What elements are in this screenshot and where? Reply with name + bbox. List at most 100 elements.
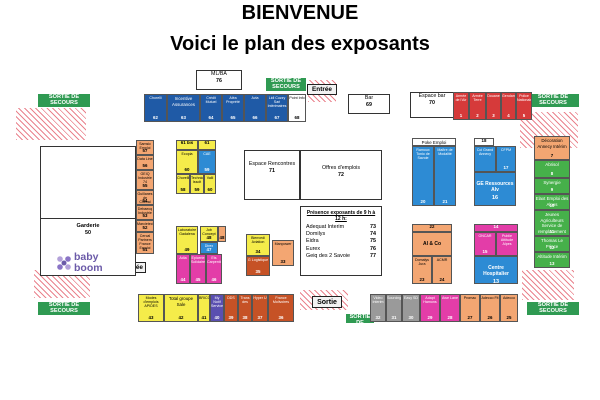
stand-unnumbered[interactable]: Publie Attitude Alpes [496, 232, 518, 256]
stand-19[interactable]: Poke Emploi19 [412, 138, 456, 146]
stand-61-bis[interactable]: 61 bis [176, 140, 198, 150]
stand-number: 42 [178, 314, 184, 320]
stand-18[interactable]: 18 [474, 138, 494, 146]
emergency-exit-bottom-left[interactable]: SORTIE DE SECOURS [38, 302, 90, 315]
garderie-area[interactable] [40, 146, 136, 276]
stand-label: Poke Emploi [421, 140, 447, 145]
stand-14[interactable]: 14 [474, 224, 518, 232]
stand-46[interactable]: Ets Carpentier46 [206, 254, 222, 284]
stand-48[interactable]: 48 [218, 226, 226, 242]
presence-name: Geiq des 2 Savoie [306, 252, 351, 259]
emergency-exit-top-right[interactable]: SORTIE DE SECOURS [527, 94, 579, 107]
stand-22[interactable]: 22 [412, 224, 452, 232]
stand-label: Altitude Intérim [537, 254, 567, 259]
stand-number: 16 [491, 195, 499, 201]
stand-unnumbered[interactable]: Cci Grand Annecy [474, 146, 496, 172]
exit-bottom[interactable]: Sortie [312, 296, 342, 308]
stand-label: Police Nationale [517, 94, 532, 103]
stand-number: 58 [180, 186, 186, 192]
emergency-exit-bottom-center[interactable]: SORTIE DE SECOURS [346, 314, 374, 332]
stand-label: Douane [487, 94, 500, 98]
stand-number: 53 [142, 212, 148, 218]
stand-label: Elaxt Emploi des Alpes [535, 196, 569, 207]
emergency-exit-bottom-right[interactable]: SORTIE DE SECOURS [527, 302, 579, 315]
stand-61[interactable]: 61 [198, 140, 216, 150]
stand-unnumbered[interactable]: Al & Co [412, 232, 452, 256]
stand-label: Armée Terre [472, 94, 483, 103]
stand-11[interactable]: Jeunes Agriculteurs Service de remplacem… [534, 210, 570, 236]
emergency-exit-top-center[interactable]: SORTIE DE SECOURS [266, 78, 306, 91]
stand-number: 8 [550, 170, 554, 176]
emergency-exit-top-left[interactable]: SORTIE DE SECOURS [38, 94, 90, 107]
stand-4[interactable]: Gendarmerie4 [501, 92, 516, 120]
entrance-top[interactable]: Entrée [307, 84, 337, 95]
